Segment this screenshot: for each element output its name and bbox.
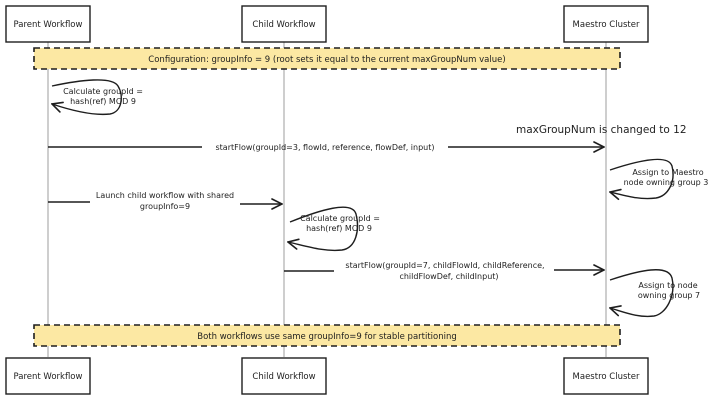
summary-note: Both workflows use same groupInfo=9 for … [33,324,621,347]
participant-label: Child Workflow [252,20,315,30]
max-group-change-annotation: maxGroupNum is changed to 12 [516,124,687,136]
message-cluster-assign-group-7: Assign to node owning group 7 [610,269,700,318]
participant-parent-bottom: Parent Workflow [5,357,91,395]
config-note-text: Configuration: groupInfo = 9 (root sets … [148,55,505,65]
message-child-start-flow: startFlow(groupId=7, childFlowId, childR… [284,261,604,281]
message-label: Assign to node [638,281,697,290]
participant-cluster-top: Maestro Cluster [563,5,649,43]
config-note: Configuration: groupInfo = 9 (root sets … [33,47,621,70]
participant-child-top: Child Workflow [241,5,327,43]
message-label: hash(ref) MOD 9 [70,97,136,106]
message-cluster-assign-group-3: Assign to Maestro node owning group 3 [610,158,709,198]
message-parent-start-flow: startFlow(groupId=3, flowId, reference, … [48,143,604,152]
participant-child-bottom: Child Workflow [241,357,327,395]
participant-label: Maestro Cluster [573,20,640,30]
participant-parent-top: Parent Workflow [5,5,91,43]
message-label: startFlow(groupId=3, flowId, reference, … [215,143,434,152]
participant-label: Child Workflow [252,372,315,382]
participant-label: Parent Workflow [14,372,83,382]
participant-label: Maestro Cluster [573,372,640,382]
participant-cluster-bottom: Maestro Cluster [563,357,649,395]
message-label: Calculate groupId = [300,214,380,223]
message-label: startFlow(groupId=7, childFlowId, childR… [345,261,544,270]
message-label: childFlowDef, childInput) [399,272,498,281]
message-label: groupInfo=9 [140,202,190,211]
message-parent-self-calc: Calculate groupId = hash(ref) MOD 9 [52,79,143,116]
message-label: hash(ref) MOD 9 [306,224,372,233]
message-label: node owning group 3 [624,178,709,187]
message-label: Calculate groupId = [63,87,143,96]
summary-note-text: Both workflows use same groupInfo=9 for … [197,332,457,342]
participant-label: Parent Workflow [14,20,83,30]
message-label: Launch child workflow with shared [96,191,234,200]
message-launch-child: Launch child workflow with shared groupI… [48,191,282,211]
message-child-self-calc: Calculate groupId = hash(ref) MOD 9 [288,206,380,252]
message-label: owning group 7 [638,291,700,300]
message-label: Assign to Maestro [632,168,703,177]
